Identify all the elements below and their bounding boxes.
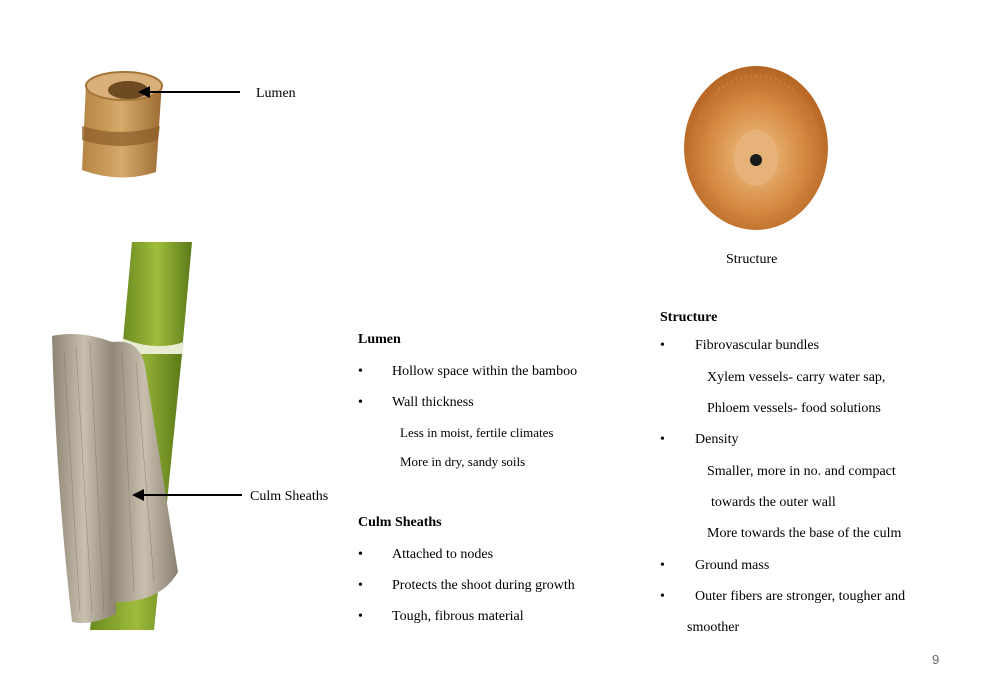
sub-item: More towards the base of the culm (707, 526, 902, 541)
culm-sheaths-heading: Culm Sheaths (358, 515, 442, 530)
sub-item: Less in moist, fertile climates (400, 425, 554, 440)
lumen-heading: Lumen (358, 332, 401, 347)
sub-item: towards the outer wall (711, 495, 836, 510)
sub-item: Xylem vessels- carry water sap, (707, 370, 886, 385)
list-item: • Hollow space within the bamboo (358, 364, 578, 379)
culm-sheaths-label: Culm Sheaths (250, 489, 329, 504)
culm-sheath-image (52, 242, 192, 630)
sub-item: Smaller, more in no. and compact (707, 464, 896, 479)
list-item: • Outer fibers are stronger, tougher and (660, 589, 906, 604)
list-item: • Tough, fibrous material (358, 609, 524, 624)
sub-item: smoother (687, 620, 740, 635)
culm-sheath-arrow (132, 489, 242, 501)
sub-item: More in dry, sandy soils (400, 454, 526, 469)
list-item: • Protects the shoot during growth (358, 578, 575, 593)
lumen-label: Lumen (256, 86, 296, 101)
list-item: • Attached to nodes (358, 547, 494, 562)
bamboo-cross-section-image (684, 66, 828, 230)
bamboo-lumen-image (82, 71, 163, 178)
page-number: 9 (932, 652, 940, 667)
list-item: • Density (660, 432, 739, 447)
list-item: • Fibrovascular bundles (660, 338, 820, 353)
list-item: • Wall thickness (358, 395, 474, 410)
list-item: • Ground mass (660, 558, 770, 573)
structure-caption: Structure (726, 252, 778, 267)
lumen-arrow (138, 86, 240, 98)
structure-heading: Structure (660, 310, 718, 325)
sub-item: Phloem vessels- food solutions (707, 401, 881, 416)
